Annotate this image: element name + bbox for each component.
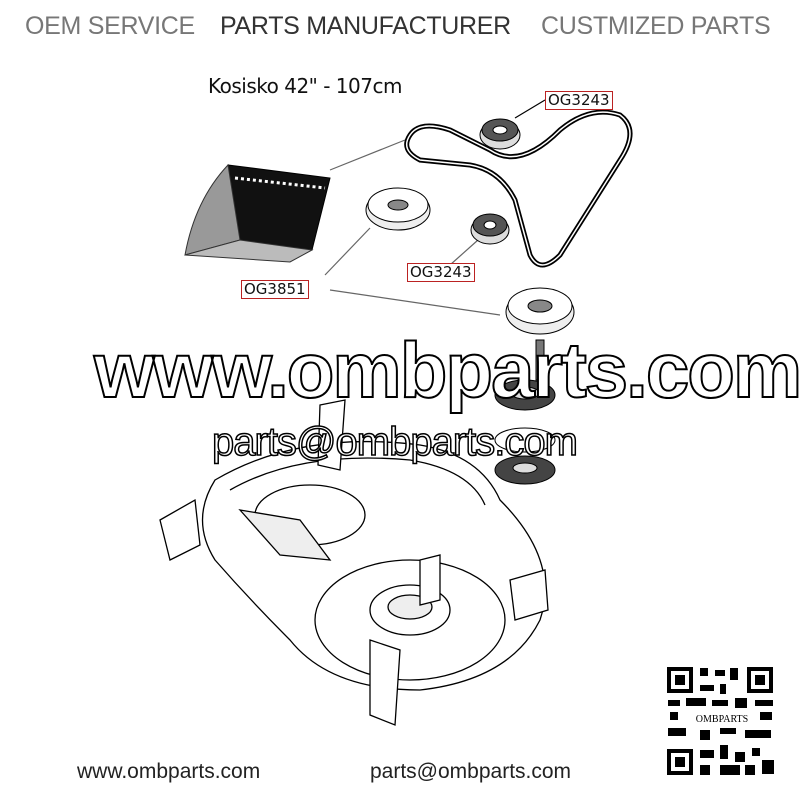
pulley-og3243-top (479, 118, 521, 150)
pulley-og3243-mid (470, 213, 510, 245)
part-label-og3243-top: OG3243 (545, 91, 613, 110)
header-parts-manufacturer: PARTS MANUFACTURER (220, 12, 511, 40)
footer-email: parts@ombparts.com (370, 760, 572, 783)
v-belt-section (184, 163, 331, 263)
pulley-og3851-spindle (505, 287, 575, 335)
diagram-title: Kosisko 42" - 107cm (208, 74, 402, 98)
header-oem-service: OEM SERVICE (25, 12, 195, 40)
qr-caption: OMBPARTS (696, 714, 748, 725)
watermark-email: parts@ombparts.com (211, 419, 578, 465)
footer-website: www.ombparts.com (77, 760, 261, 783)
gearbox-parts (494, 339, 556, 485)
mower-deck (159, 399, 549, 726)
header-customized-parts: CUSTMIZED PARTS (541, 12, 771, 40)
pulley-og3851-idler (365, 187, 431, 231)
part-label-og3243-mid: OG3243 (407, 263, 475, 282)
part-label-og3851: OG3851 (241, 280, 309, 299)
qr-code: OMBPARTS (665, 665, 775, 777)
watermark-website: www.ombparts.com (93, 325, 800, 415)
